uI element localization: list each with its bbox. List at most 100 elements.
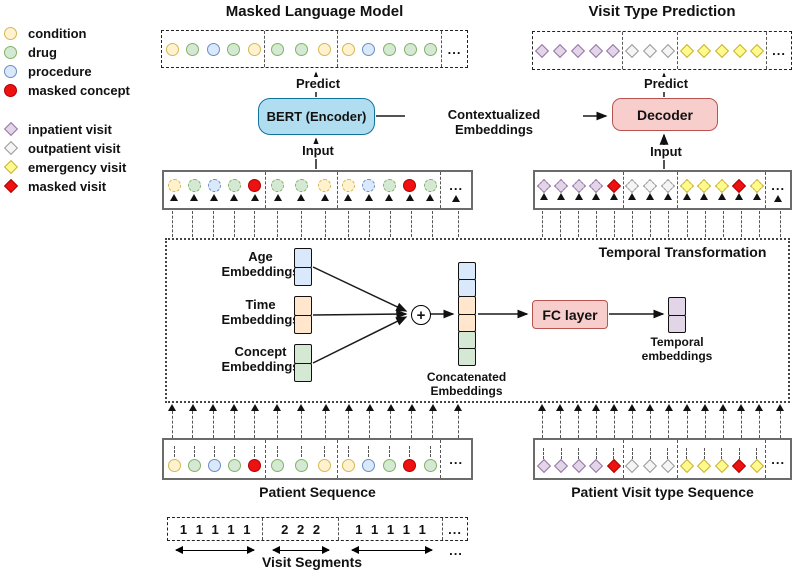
sequence-item [403,446,417,472]
dashed-connector [230,404,239,438]
sequence-cell [162,31,266,67]
up-arrowhead-icon [250,194,259,201]
dashed-line [595,211,597,237]
inpatient-diamond-icon [3,121,19,137]
dashed-line [740,411,742,438]
up-arrowhead-icon [663,192,672,200]
sequence-cell [623,32,678,69]
emergency-diamond [749,458,764,473]
sequence-item [625,178,640,200]
emergency-diamond [679,43,694,58]
contextualized-embeddings-label: Contextualized Embeddings [405,107,583,138]
sequence-item [697,43,712,58]
outpatient-diamond [625,458,640,473]
masked-visit-diamond [606,458,621,473]
dashed-connector [574,404,582,438]
dashed-connector [209,404,218,438]
sequence-item [362,446,376,472]
emergency-diamond [732,43,747,58]
up-arrowhead-icon [230,194,239,201]
legend-item: outpatient visit [3,140,126,156]
dashed-connector [556,404,564,438]
ellipsis: ... [771,178,786,193]
sequence-item [362,179,376,201]
concept-embeddings-label: Concept Embeddings [221,344,300,374]
inpatient-diamond [552,43,567,58]
dashed-connector [344,404,353,438]
up-arrowhead-icon [297,194,306,201]
sequence-item: ... [771,452,785,467]
dashed-stub [738,447,740,459]
condition-circle [165,42,179,56]
sequence-item [271,179,285,201]
inpatient-diamond [536,178,551,193]
up-arrowhead-icon [700,192,709,200]
sequence-item [714,43,730,58]
sequence-item [625,447,640,473]
vtp-output-sequence: ... [532,31,792,70]
dashed-line [740,211,742,237]
up-arrowhead-icon [574,404,582,411]
connector-cell [265,404,338,438]
sequence-item [589,447,604,473]
emergency-diamond [697,43,712,58]
dashed-line [613,411,615,438]
up-arrowhead-icon [737,404,745,411]
concatenated-embeddings-label: Concatenated Embeddings [426,370,507,398]
sequence-item [403,179,417,201]
inpatient-diamond [571,458,586,473]
masked-circle-icon [4,83,17,97]
procedure-circle [206,42,220,56]
dashed-line [595,411,597,438]
legend-label: condition [28,25,87,41]
masked-circle [403,459,417,472]
sequence-cell [266,440,338,478]
up-arrowhead-icon [168,404,177,411]
dashed-line [192,211,194,237]
sequence-item [382,446,396,472]
sequence-item [227,42,241,56]
dashed-stub [595,447,597,459]
outpatient-diamond-icon [3,140,19,156]
dashed-connector [664,404,673,438]
up-arrowhead-icon [426,194,435,201]
drug-circle [271,459,285,472]
temporal-transformation-title: Temporal Transformation [598,244,767,260]
sequence-item [318,179,332,201]
drug-circle-icon [4,45,17,59]
sequence-item [749,178,764,200]
emergency-diamond [679,458,694,473]
dashed-line [686,211,688,237]
sequence-item [248,446,262,472]
dashed-line [631,211,633,237]
emergency-diamond [714,178,729,193]
dashed-connector [668,211,670,237]
sequence-item [643,447,658,473]
legend-item: masked concept [4,83,130,98]
up-arrowhead-icon [210,194,219,201]
condition-circle [247,42,261,56]
dashed-connector [432,211,433,237]
up-arrowhead-icon [365,404,374,411]
dashed-stub [324,446,326,457]
dashed-line [192,411,194,438]
up-arrowhead-icon [628,404,637,411]
up-arrowhead-icon [557,192,566,200]
dashed-stub [213,446,215,457]
sequence-item [731,178,747,200]
dashed-line [541,211,543,237]
drug-circle [423,179,437,192]
dashed-line [668,211,670,237]
sequence-cell [265,31,338,67]
sequence-item [552,43,567,58]
dashed-stub [429,446,431,457]
legend-label: outpatient visit [28,140,121,156]
sequence-item [660,447,675,473]
dashed-line [276,411,278,438]
dashed-stub [347,446,349,457]
drug-circle [382,179,396,192]
dashed-line [432,411,433,438]
up-arrowhead-icon [539,192,548,200]
legend-icon-wrap [3,121,28,137]
dashed-stub [560,447,562,459]
